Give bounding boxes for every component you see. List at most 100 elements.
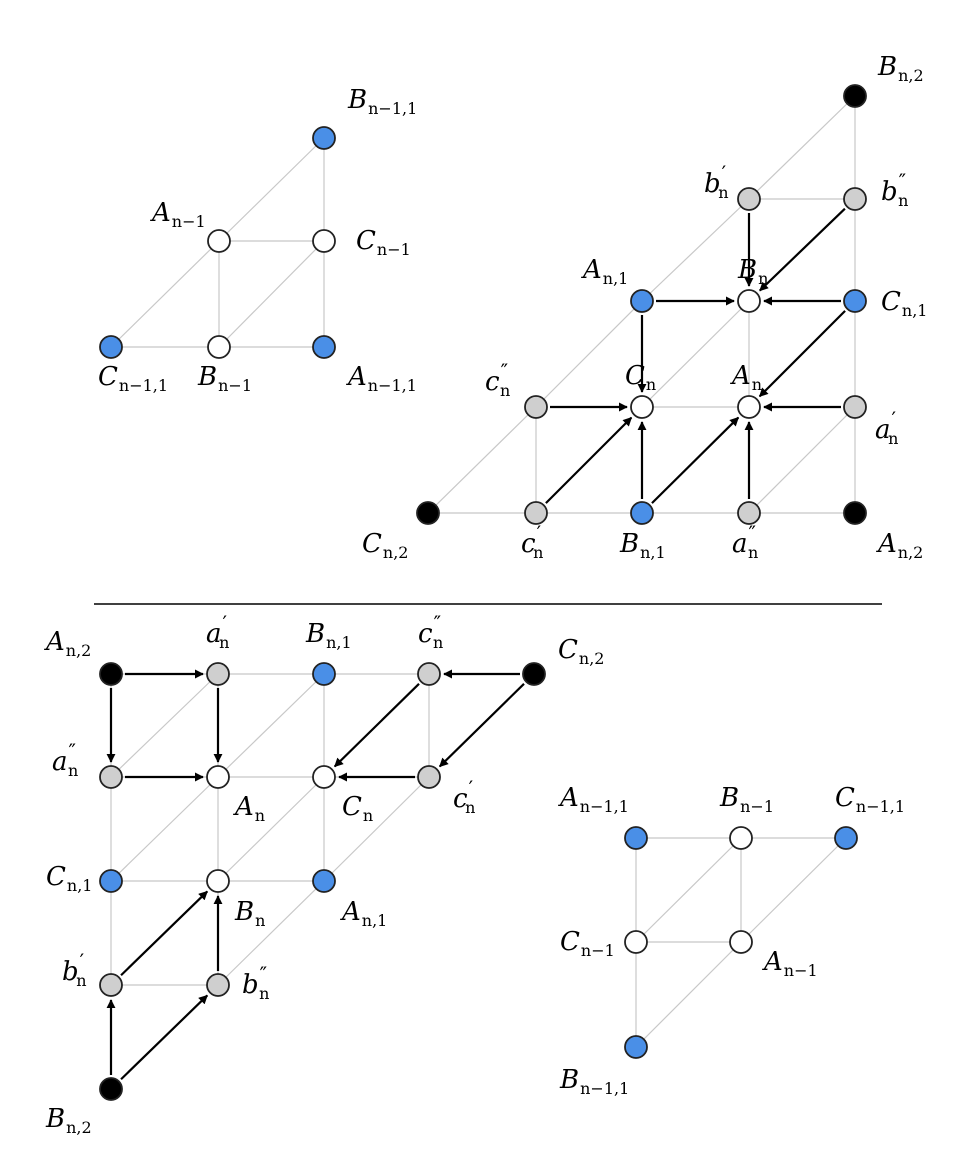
node-label-c-n-1: Cn−1	[356, 226, 411, 259]
node-label-b-n: Bn	[737, 255, 768, 288]
node-label-c-n: c′n	[453, 776, 475, 817]
node-c-n-1	[312, 229, 336, 253]
edge-top-right	[748, 406, 856, 514]
node-label-b-n: b″n	[881, 169, 908, 210]
node-a-n-1-1	[624, 826, 648, 850]
node-c-n	[312, 765, 336, 789]
node-c-n-1	[99, 869, 123, 893]
node-label-b-n-2: Bn,2	[45, 1104, 92, 1137]
edge-bottom-right	[635, 941, 742, 1048]
edge-top-left	[110, 240, 220, 348]
arrow-top-right	[759, 207, 846, 292]
edge-top-left	[218, 240, 325, 348]
node-a-n-1-1	[312, 335, 336, 359]
node-c-n	[524, 501, 548, 525]
edge-bottom-left	[217, 776, 325, 882]
arrow-bottom-left	[120, 890, 209, 977]
edge-top-right	[535, 300, 643, 408]
node-label-a-n-2: An,2	[44, 627, 91, 660]
node-b-n-1	[207, 335, 231, 359]
edge-bottom-left	[217, 673, 325, 778]
arrow-top-right	[758, 310, 846, 398]
node-label-a-n-1: An−1	[150, 198, 206, 231]
node-c-n-2	[416, 501, 440, 525]
node-a-n-2	[99, 662, 123, 686]
node-label-a-n: An	[730, 361, 762, 394]
edge-bottom-right	[740, 837, 847, 943]
arrow-top-right	[651, 416, 740, 504]
node-a-n	[99, 765, 123, 789]
node-b-n-1	[312, 662, 336, 686]
node-label-b-n-2: Bn,2	[877, 52, 924, 85]
arrow-bottom-left	[120, 994, 209, 1081]
node-a-n	[206, 765, 230, 789]
node-label-a-n-2: An,2	[876, 529, 923, 562]
arrow-bottom-left	[438, 683, 525, 768]
edge-top-right	[748, 95, 856, 200]
edge-bottom-right	[635, 837, 742, 943]
edge-bottom-left	[110, 776, 219, 882]
node-label-c-n: c″n	[418, 611, 443, 652]
node-b-n	[206, 973, 230, 997]
node-label-c-n-1-1: Cn−1,1	[98, 362, 168, 395]
edge-top-right	[427, 406, 537, 514]
edge-bottom-left	[323, 776, 430, 882]
node-a-n-1	[312, 869, 336, 893]
node-c-n	[630, 395, 654, 419]
node-c-n-1	[624, 930, 648, 954]
node-b-n	[843, 187, 867, 211]
node-label-a-n: a″n	[732, 521, 758, 562]
node-a-n-1	[207, 229, 231, 253]
node-a-n-1	[729, 930, 753, 954]
arrows-layer	[106, 207, 846, 1081]
node-label-b-n-1: Bn,1	[305, 619, 352, 652]
node-b-n	[206, 869, 230, 893]
node-label-a-n: An	[233, 792, 265, 825]
node-b-n-1	[729, 826, 753, 850]
node-label-b-n: b′n	[704, 161, 729, 202]
node-label-b-n-1-1: Bn−1,1	[347, 85, 417, 118]
node-label-a-n-1-1: An−1,1	[558, 783, 629, 816]
node-label-b-n-1: Bn−1	[719, 783, 774, 816]
node-b-n-1-1	[312, 126, 336, 150]
node-label-c-n-2: Cn,2	[362, 529, 408, 562]
node-c-n-1-1	[99, 335, 123, 359]
node-c-n-1	[843, 289, 867, 313]
node-label-c-n: Cn	[625, 361, 656, 394]
node-label-a-n: a′n	[875, 407, 898, 448]
node-label-c-n-2: Cn,2	[558, 635, 604, 668]
node-b-n-1	[630, 501, 654, 525]
node-c-n	[417, 765, 441, 789]
node-label-a-n-1: An,1	[581, 255, 628, 288]
edge-top-right	[641, 300, 750, 408]
node-a-n	[206, 662, 230, 686]
node-label-a-n-1: An−1	[762, 947, 818, 980]
nodes-layer	[99, 84, 867, 1101]
node-label-c-n: c′n	[521, 521, 543, 562]
edge-top-right	[641, 198, 750, 302]
node-a-n	[737, 501, 761, 525]
node-label-a-n-1: An,1	[340, 897, 387, 930]
node-label-b-n: b′n	[62, 949, 87, 990]
edge-bottom-left	[110, 673, 219, 778]
node-b-n	[99, 973, 123, 997]
node-label-a-n: a″n	[52, 739, 78, 780]
node-label-b-n: Bn	[234, 897, 265, 930]
node-a-n-1	[630, 289, 654, 313]
node-b-n-1-1	[624, 1035, 648, 1059]
node-a-n-2	[843, 501, 867, 525]
node-a-n	[737, 395, 761, 419]
node-label-b-n-1-1: Bn−1,1	[559, 1065, 629, 1098]
node-label-b-n: b″n	[242, 962, 269, 1003]
edge-top-left	[218, 137, 325, 242]
node-label-c-n: Cn	[342, 792, 373, 825]
node-b-n-2	[99, 1077, 123, 1101]
node-label-c-n-1: Cn,1	[46, 862, 92, 895]
node-b-n-2	[843, 84, 867, 108]
arrow-top-right	[545, 416, 633, 504]
node-a-n	[843, 395, 867, 419]
node-label-c-n-1: Cn,1	[881, 287, 927, 320]
node-label-a-n: a′n	[206, 611, 229, 652]
